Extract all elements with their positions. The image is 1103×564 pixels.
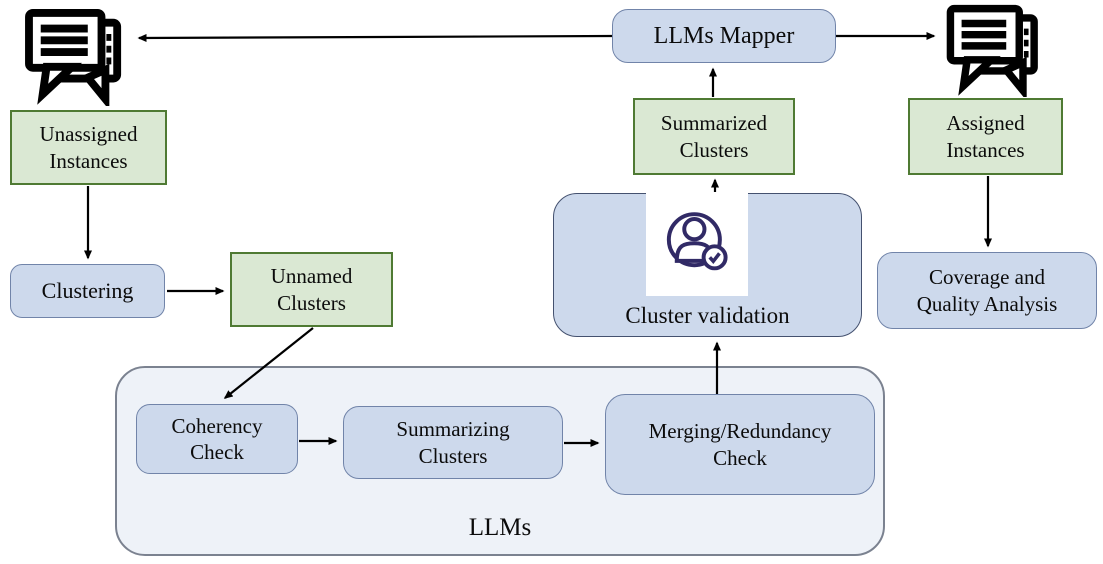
node-unnamed-clusters: Unnamed Clusters: [230, 252, 393, 327]
assigned-instances-label: Assigned Instances: [946, 111, 1025, 162]
node-unassigned-instances: Unassigned Instances: [10, 110, 167, 185]
chat-icon-left: [22, 8, 132, 106]
node-summarized-clusters: Summarized Clusters: [633, 98, 795, 175]
node-coherency-check: Coherency Check: [136, 404, 298, 474]
cluster-validation-label: Cluster validation: [625, 303, 790, 329]
coverage-quality-label: Coverage and Quality Analysis: [916, 265, 1058, 316]
clustering-label: Clustering: [41, 278, 134, 304]
summarizing-clusters-label: Summarizing Clusters: [396, 417, 510, 468]
chat-icon-right: [941, 4, 1051, 97]
llms-mapper-label: LLMs Mapper: [653, 23, 795, 49]
summarized-clusters-label: Summarized Clusters: [660, 111, 768, 162]
node-summarizing-clusters: Summarizing Clusters: [343, 406, 563, 479]
node-assigned-instances: Assigned Instances: [908, 98, 1063, 175]
node-clustering: Clustering: [10, 264, 165, 318]
node-cluster-validation: Cluster validation: [553, 193, 862, 337]
unnamed-clusters-label: Unnamed Clusters: [270, 264, 353, 315]
node-coverage-quality-analysis: Coverage and Quality Analysis: [877, 252, 1097, 329]
edge-mapper-to-left-chat: [137, 33, 613, 42]
node-merging-redundancy-check: Merging/Redundancy Check: [605, 394, 875, 495]
merging-redundancy-label: Merging/Redundancy Check: [648, 419, 832, 470]
user-check-icon: [666, 211, 728, 270]
llms-group-label: LLMs: [468, 514, 532, 542]
unassigned-instances-label: Unassigned Instances: [39, 122, 138, 173]
chat-icon-left-svg: [25, 8, 122, 106]
coherency-check-label: Coherency Check: [171, 413, 263, 464]
chat-icon-right-svg: [946, 4, 1038, 97]
user-check-icon-plate: [646, 193, 748, 296]
node-llms-mapper: LLMs Mapper: [612, 9, 836, 63]
